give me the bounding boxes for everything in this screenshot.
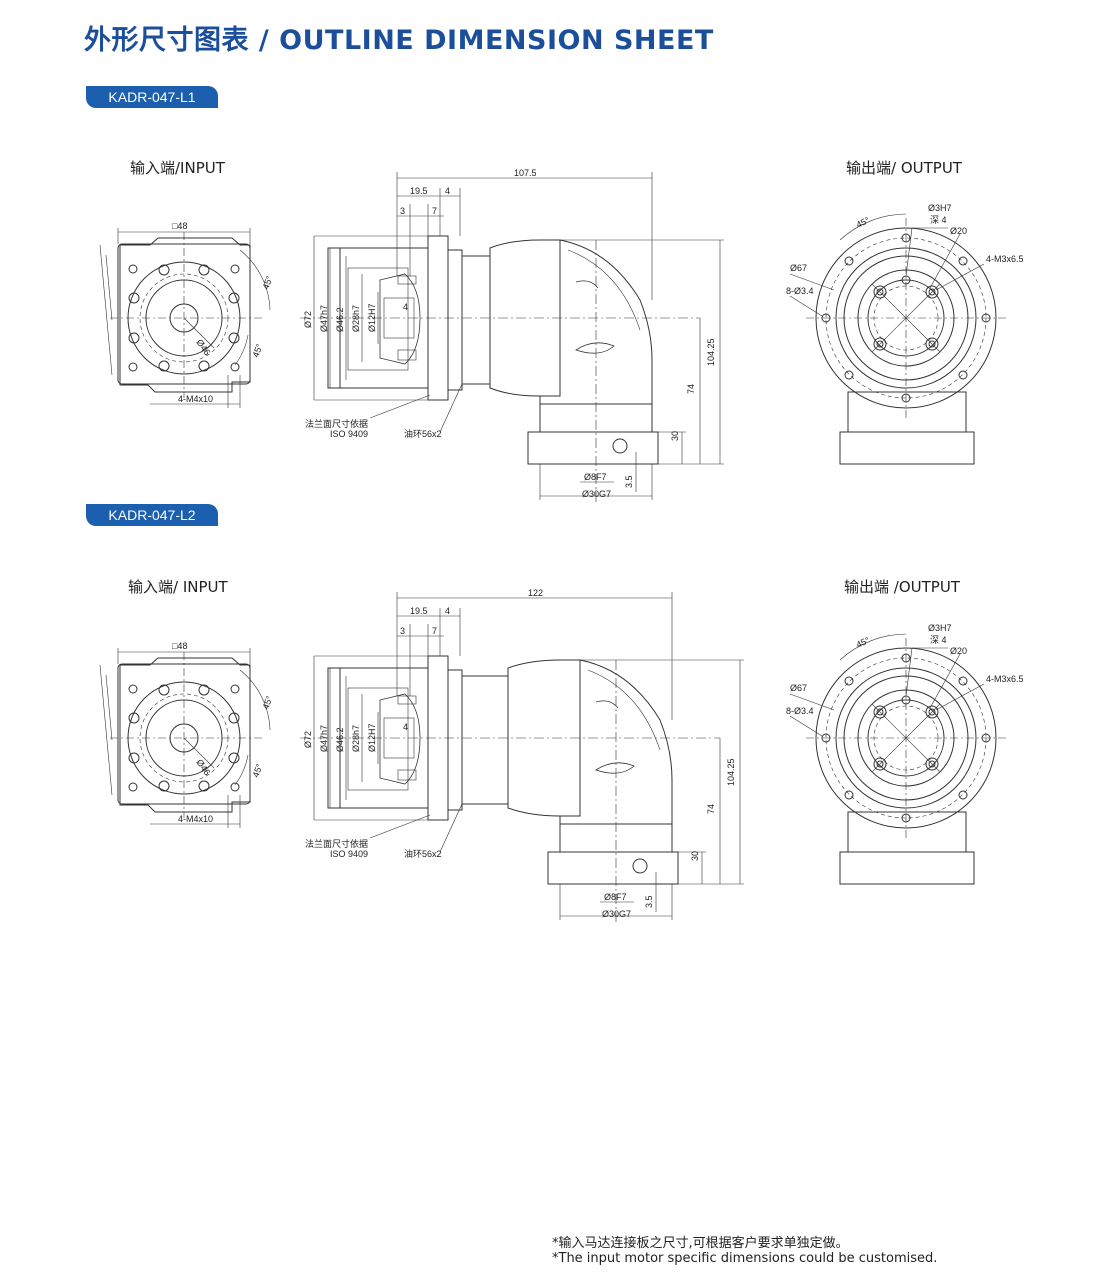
dim-d67: Ø67 xyxy=(790,263,807,273)
dim-bolt: 4-M4x10 xyxy=(178,814,213,824)
dim-angle-b: 45° xyxy=(250,342,264,359)
dim-thread: 4-M3x6.5 xyxy=(986,674,1024,684)
dim-angle-b: 45° xyxy=(250,762,264,779)
input-label-l1: 输入端/INPUT xyxy=(130,159,225,177)
dim-4a: 4 xyxy=(445,606,450,616)
dim-d30: Ø30G7 xyxy=(582,489,611,499)
output-label-l2: 输出端 /OUTPUT xyxy=(844,578,960,596)
dim-angle-a: 45° xyxy=(260,274,274,291)
dim-d72: Ø72 xyxy=(303,731,313,748)
dim-h104: 104.25 xyxy=(706,338,716,366)
dim-holes: 8-Ø3.4 xyxy=(786,706,814,716)
dim-d8: Ø8F7 xyxy=(604,892,627,902)
dim-angle-a: 45° xyxy=(260,694,274,711)
note-flange-1: 法兰面尺寸依据 xyxy=(305,418,368,429)
dim-19-5: 19.5 xyxy=(410,186,428,196)
dim-d3: Ø3H7 xyxy=(928,623,952,633)
page-title: 外形尺寸图表 / OUTLINE DIMENSION SHEET xyxy=(84,25,714,56)
dim-d46-2: Ø46.2 xyxy=(335,307,345,332)
output-label-l1: 输出端/ OUTPUT xyxy=(846,159,962,177)
dim-out-angle: 45° xyxy=(855,215,872,230)
dim-7: 7 xyxy=(432,206,437,216)
footer-note-en: *The input motor specific dimensions cou… xyxy=(552,1251,938,1266)
drawing-kadr-047-l1: □48 45° 45° Ø46 4-M4x10 107.5 19.5 4 3 7… xyxy=(99,168,1024,505)
dim-d67: Ø67 xyxy=(790,683,807,693)
dim-3-5: 3.5 xyxy=(624,475,634,488)
dim-depth: 深 4 xyxy=(930,635,947,645)
dim-overall: 122 xyxy=(528,588,543,598)
dim-d20: Ø20 xyxy=(950,226,967,236)
dim-h74: 74 xyxy=(686,384,696,394)
input-label-l2: 输入端/ INPUT xyxy=(128,578,228,596)
dim-square: □48 xyxy=(172,221,187,231)
note-ring: 油环56x2 xyxy=(404,848,442,859)
dim-d47: Ø47h7 xyxy=(319,725,329,752)
dim-d28: Ø28h7 xyxy=(351,305,361,332)
dim-overall: 107.5 xyxy=(514,168,537,178)
dim-d12: Ø12H7 xyxy=(367,723,377,752)
dim-d8: Ø8F7 xyxy=(584,472,607,482)
output-view-l1 xyxy=(789,213,1006,465)
dim-d3: Ø3H7 xyxy=(928,203,952,213)
dim-h104: 104.25 xyxy=(726,758,736,786)
side-view-l2 xyxy=(300,592,744,925)
dim-depth: 深 4 xyxy=(930,215,947,225)
dim-out-angle: 45° xyxy=(855,635,872,650)
output-view-l2 xyxy=(789,633,1006,885)
dim-d72: Ø72 xyxy=(303,311,313,328)
note-ring: 油环56x2 xyxy=(404,428,442,439)
model-badge-l1: KADR-047-L1 xyxy=(86,86,218,108)
dim-h74: 74 xyxy=(706,804,716,814)
dim-d30: Ø30G7 xyxy=(602,909,631,919)
dim-d47: Ø47h7 xyxy=(319,305,329,332)
note-flange-1: 法兰面尺寸依据 xyxy=(305,838,368,849)
dim-holes: 8-Ø3.4 xyxy=(786,286,814,296)
note-flange-2: ISO 9409 xyxy=(330,429,368,439)
dim-7: 7 xyxy=(432,626,437,636)
dim-19-5: 19.5 xyxy=(410,606,428,616)
input-view-l2 xyxy=(99,648,271,828)
drawing-kadr-047-l2: □48 45° 45° Ø46 4-M4x10 122 19.5 4 3 7 4… xyxy=(99,588,1024,925)
dim-d28: Ø28h7 xyxy=(351,725,361,752)
dim-4a: 4 xyxy=(445,186,450,196)
dim-3: 3 xyxy=(400,626,405,636)
footer-note-cn: *输入马达连接板之尺寸,可根据客户要求单独定做。 xyxy=(552,1236,849,1251)
dim-3-5: 3.5 xyxy=(644,895,654,908)
side-view-l1 xyxy=(300,172,724,505)
dim-bolt: 4-M4x10 xyxy=(178,394,213,404)
dim-d46-2: Ø46.2 xyxy=(335,727,345,752)
model-badge-l2: KADR-047-L2 xyxy=(86,504,218,526)
dim-thread: 4-M3x6.5 xyxy=(986,254,1024,264)
dim-d12: Ø12H7 xyxy=(367,303,377,332)
dim-d20: Ø20 xyxy=(950,646,967,656)
dim-h30: 30 xyxy=(670,431,680,441)
input-view-l1 xyxy=(99,228,271,408)
note-flange-2: ISO 9409 xyxy=(330,849,368,859)
dim-4b: 4 xyxy=(403,722,408,732)
dim-square: □48 xyxy=(172,641,187,651)
dim-4b: 4 xyxy=(403,302,408,312)
dim-3: 3 xyxy=(400,206,405,216)
dim-h30: 30 xyxy=(690,851,700,861)
